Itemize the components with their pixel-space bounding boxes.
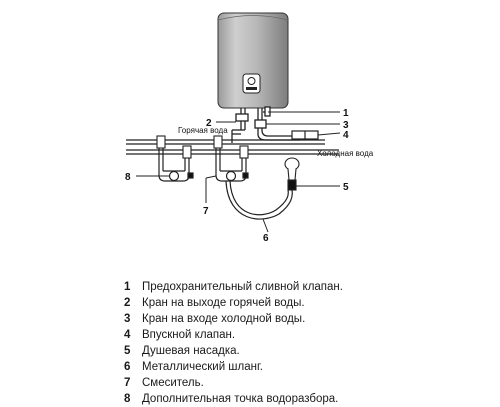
legend-number: 4	[124, 329, 131, 341]
legend-number: 8	[124, 393, 131, 405]
legend-text: Металлический шланг.	[142, 361, 263, 373]
legend-number: 5	[124, 345, 131, 357]
legend-text: Впускной клапан.	[142, 329, 236, 341]
metal-hose	[225, 180, 293, 220]
callout-2: 2	[206, 118, 212, 129]
water-heater-tank	[217, 12, 289, 109]
callout-1: 1	[343, 108, 349, 119]
inlet-valve	[291, 130, 319, 140]
callout-leaders	[136, 111, 341, 233]
callout-6: 6	[263, 233, 269, 244]
legend-number: 7	[124, 377, 131, 389]
legend-text: Смеситель.	[142, 377, 204, 389]
legend-number: 3	[124, 313, 131, 325]
legend-text: Предохранительный сливной клапан.	[142, 281, 343, 293]
legend-number: 6	[124, 361, 131, 373]
shower-head	[284, 157, 300, 191]
legend-item: 1 Предохранительный сливной клапан.	[124, 279, 343, 295]
mixer	[215, 148, 249, 182]
additional-water-point	[158, 148, 194, 182]
callout-8: 8	[125, 172, 131, 183]
legend-item: 5 Душевая насадка.	[124, 343, 343, 359]
callout-3: 3	[343, 120, 349, 131]
legend-item: 8 Дополнительная точка водоразбора.	[124, 391, 343, 407]
hot-water-outlet-connection	[231, 108, 249, 143]
control-panel	[242, 73, 261, 94]
legend-number: 2	[124, 297, 131, 309]
legend-item: 7 Смеситель.	[124, 375, 343, 391]
legend-text: Душевая насадка.	[142, 345, 240, 357]
thermostat-knob-icon	[247, 77, 256, 85]
cold-water-label: Холодная вода	[317, 149, 374, 158]
legend-text: Кран на входе холодной воды.	[142, 313, 306, 325]
callout-5: 5	[343, 182, 349, 193]
callout-7: 7	[203, 206, 209, 217]
water-heater-installation-diagram: 1 2 3 4 5 6 7 8 Горячая вода Холодная во…	[125, 12, 374, 244]
legend-item: 3 Кран на входе холодной воды.	[124, 311, 343, 327]
legend-item: 2 Кран на выходе горячей воды.	[124, 295, 343, 311]
legend-number: 1	[124, 281, 131, 293]
pipe-tees	[156, 135, 249, 159]
hot-water-label: Горячая вода	[178, 126, 228, 135]
legend-item: 4 Впускной клапан.	[124, 327, 343, 343]
cold-water-supply-pipe	[126, 149, 339, 155]
legend-text: Дополнительная точка водоразбора.	[142, 393, 339, 405]
legend-item: 6 Металлический шланг.	[124, 359, 343, 375]
legend-text: Кран на выходе горячей воды.	[142, 297, 305, 309]
callout-4: 4	[343, 130, 349, 141]
